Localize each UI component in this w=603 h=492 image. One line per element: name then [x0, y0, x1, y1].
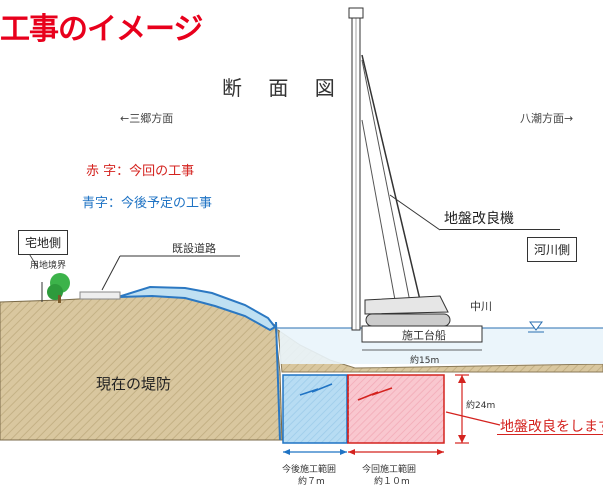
depth-label: 約24m — [466, 401, 496, 411]
section-heading: 断 面 図 — [222, 76, 345, 100]
improve-note-underline — [497, 434, 603, 435]
current-range-label: 今回施工範囲 — [362, 465, 417, 475]
crane-tracks — [365, 313, 451, 327]
crane-top — [348, 7, 364, 19]
barge-width-label: 約15m — [410, 356, 440, 366]
tree-trunk — [58, 295, 61, 303]
future-width-arrow-right — [340, 449, 347, 455]
improve-note: 地盤改良をします — [500, 419, 603, 435]
existing-road-label: 既設道路 — [172, 242, 216, 255]
residential-side-label: 宅地側 — [18, 230, 69, 255]
direction-right: 八潮方面→ — [520, 112, 574, 125]
break-mark-red — [357, 387, 393, 401]
crane-stay-3 — [361, 119, 396, 301]
crane-body — [364, 295, 449, 315]
crane-stay-1 — [361, 54, 421, 301]
embankment-label: 現在の堤防 — [96, 375, 172, 393]
improve-note-leader — [445, 411, 501, 426]
water-level-mark — [529, 321, 543, 331]
current-width-label: 約１０m — [374, 477, 410, 487]
machine-leader — [389, 194, 441, 231]
future-work-zone — [282, 374, 348, 444]
direction-left: ←三郷方面 — [120, 112, 174, 125]
future-width-label: 約７m — [298, 477, 325, 487]
legend-current: 赤 字：今回の工事 — [86, 164, 195, 179]
break-mark-blue — [299, 383, 333, 396]
boundary-label: 用地境界 — [30, 261, 67, 271]
new-levee-outline — [117, 285, 277, 332]
sheet-pile — [275, 321, 281, 441]
river-label: 中川 — [470, 300, 492, 313]
depth-arrow-up — [458, 375, 466, 383]
depth-arrow-down — [458, 435, 466, 443]
future-width-arrow-left — [283, 449, 290, 455]
legend-future: 青字：今後予定の工事 — [82, 196, 213, 211]
road-leader — [101, 255, 121, 291]
future-range-label: 今後施工範囲 — [282, 465, 337, 475]
existing-road — [79, 291, 121, 300]
current-width-arrow-right — [437, 449, 444, 455]
machine-label-underline — [440, 229, 560, 230]
current-work-zone — [347, 374, 445, 444]
barge-label: 施工台船 — [402, 329, 446, 342]
current-width-arrow-left — [348, 449, 355, 455]
crane-stay-2 — [361, 59, 411, 303]
machine-label: 地盤改良機 — [444, 211, 514, 227]
page-title: 工事のイメージ — [0, 12, 203, 47]
river-side-label: 河川側 — [527, 237, 578, 262]
